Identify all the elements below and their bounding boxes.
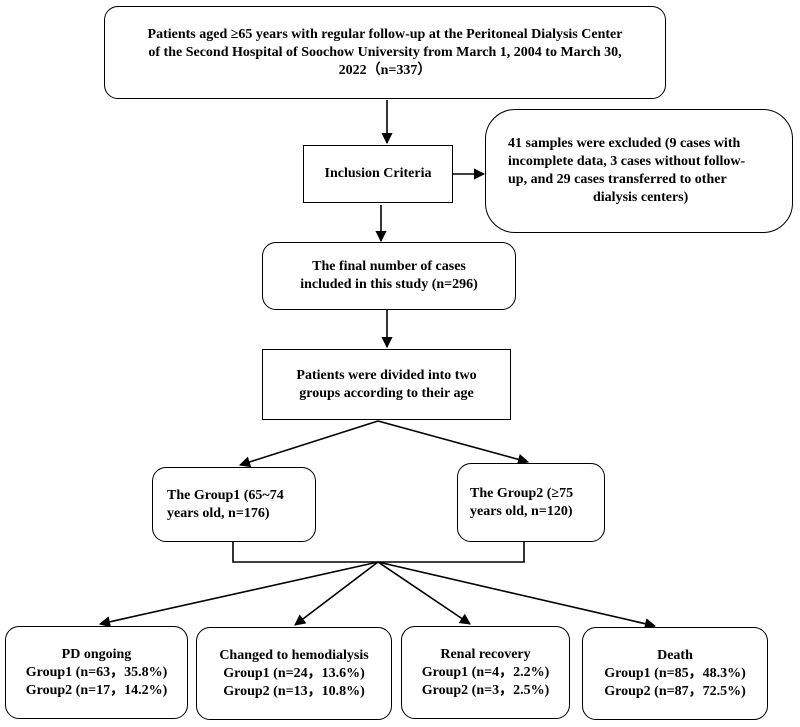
outcome-group2: Group2 (n=3，2.5%) <box>421 682 550 698</box>
source-line-2: of the Second Hospital of Soochow Univer… <box>148 44 622 60</box>
outcome-group1: Group1 (n=63，35.8%) <box>25 664 168 680</box>
final-cases-box: The final number of cases included in th… <box>262 242 516 310</box>
outcome-group1: Group1 (n=85，48.3%) <box>604 665 746 681</box>
outcome-title: Death <box>657 647 693 663</box>
excluded-line-4: dialysis centers) <box>593 190 689 205</box>
outcome-group2: Group2 (n=87，72.5%) <box>604 683 746 699</box>
source-line-1: Patients aged ≥65 years with regular fol… <box>147 26 623 42</box>
excluded-line-3: up, and 29 cases transferred to other <box>508 172 727 187</box>
merge-bracket <box>232 542 525 563</box>
outcome-pd-ongoing-box: PD ongoing Group1 (n=63，35.8%) Group2 (n… <box>5 626 188 719</box>
group1-box: The Group1 (65~74 years old, n=176) <box>152 467 316 542</box>
arrow-merge-to-hemodialysis <box>294 561 379 626</box>
outcome-title: Renal recovery <box>440 646 531 662</box>
excluded-line-1: 41 samples were excluded (9 cases with <box>508 136 741 151</box>
excluded-samples-box: 41 samples were excluded (9 cases with i… <box>485 109 793 233</box>
arrow-divided-to-group1 <box>238 420 379 468</box>
final-line-1: The final number of cases <box>312 259 466 274</box>
arrow-merge-to-pd-ongoing <box>98 561 379 628</box>
group2-line-2: years old, n=120) <box>470 503 573 519</box>
outcome-hemodialysis-box: Changed to hemodialysis Group1 (n=24，13.… <box>196 627 392 720</box>
outcome-renal-recovery-box: Renal recovery Group1 (n=4，2.2%) Group2 … <box>401 626 570 719</box>
arrow-merge-to-renal-recovery <box>377 561 471 625</box>
inclusion-label: Inclusion Criteria <box>324 166 432 181</box>
outcome-group1: Group1 (n=4，2.2%) <box>421 664 550 680</box>
arrow-merge-to-death <box>377 561 657 630</box>
outcome-group2: Group2 (n=13，10.8%) <box>223 683 365 699</box>
source-line-3: 2022（n=337） <box>338 62 432 78</box>
group2-line-1: The Group2 (≥75 <box>470 485 574 501</box>
arrow-divided-to-group2 <box>377 420 530 465</box>
outcome-group1: Group1 (n=24，13.6%) <box>223 665 365 681</box>
outcome-title: Changed to hemodialysis <box>219 647 369 663</box>
group1-line-2: years old, n=176) <box>167 505 270 521</box>
source-population-box: Patients aged ≥65 years with regular fol… <box>104 6 666 99</box>
excluded-line-2: incomplete data, 3 cases without follow- <box>508 154 746 169</box>
outcome-death-box: Death Group1 (n=85，48.3%) Group2 (n=87，7… <box>582 627 768 720</box>
inclusion-criteria-box: Inclusion Criteria <box>303 145 453 203</box>
group1-line-1: The Group1 (65~74 <box>167 487 284 503</box>
divided-line-2: groups according to their age <box>299 385 474 401</box>
outcome-title: PD ongoing <box>61 646 132 662</box>
group2-box: The Group2 (≥75 years old, n=120) <box>457 463 605 542</box>
outcome-group2: Group2 (n=17，14.2%) <box>25 682 168 698</box>
final-line-2: included in this study (n=296) <box>300 277 478 292</box>
age-division-box: Patients were divided into two groups ac… <box>262 349 511 420</box>
divided-line-1: Patients were divided into two <box>296 367 477 383</box>
